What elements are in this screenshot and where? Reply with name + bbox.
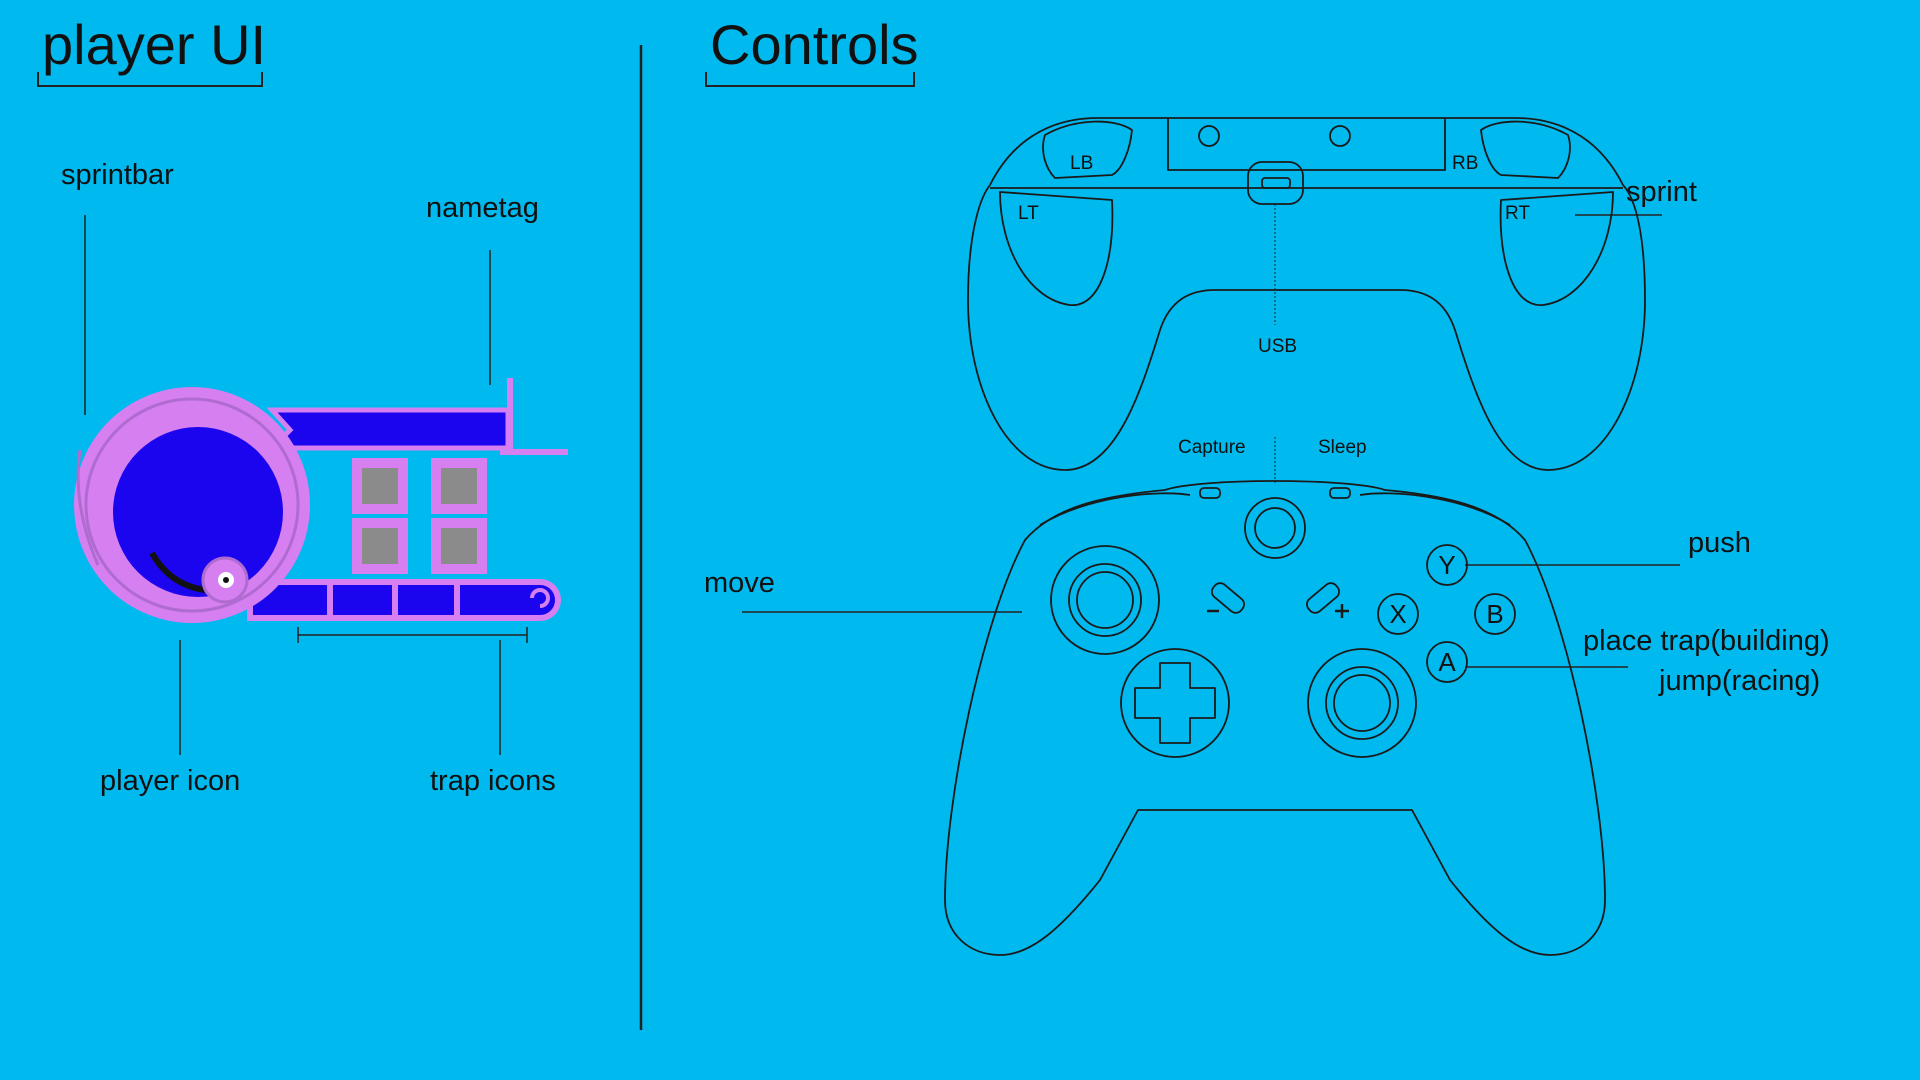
rb-bumper bbox=[1480, 120, 1571, 179]
a-marking: A bbox=[1438, 647, 1456, 677]
capture-marking: Capture bbox=[1178, 437, 1246, 458]
player-ui-title: player UI bbox=[42, 13, 266, 76]
controller-top-view: LB RB LT RT USB bbox=[967, 117, 1646, 471]
sleep-marking: Sleep bbox=[1318, 437, 1367, 458]
b-marking: B bbox=[1486, 599, 1503, 629]
player-ui-title-underline bbox=[37, 72, 263, 87]
controls-title: Controls bbox=[710, 13, 919, 76]
left-stick bbox=[1050, 545, 1160, 655]
trap-icons-bracket bbox=[297, 627, 528, 643]
player-portrait bbox=[113, 427, 283, 597]
sprint-label: sprint bbox=[1626, 176, 1697, 208]
push-label: push bbox=[1688, 527, 1751, 559]
usb-marking: USB bbox=[1258, 336, 1297, 357]
controller-front-body bbox=[944, 480, 1606, 956]
y-button bbox=[1426, 544, 1468, 586]
lt-marking: LT bbox=[1018, 203, 1039, 224]
controller-top-body bbox=[967, 117, 1646, 471]
a-button bbox=[1426, 641, 1468, 683]
player-beak-icon bbox=[149, 551, 206, 593]
move-label: move bbox=[704, 567, 775, 599]
player-ui-widget bbox=[74, 378, 568, 623]
b-button bbox=[1474, 593, 1516, 635]
y-marking: Y bbox=[1438, 550, 1455, 580]
controller-front-view: Capture Sleep Y X B A bbox=[944, 437, 1606, 956]
place-trap-label: place trap(building) bbox=[1583, 625, 1830, 657]
view-button bbox=[1211, 582, 1245, 614]
sprintbar-label: sprintbar bbox=[61, 159, 174, 191]
x-marking: X bbox=[1389, 599, 1406, 629]
x-button bbox=[1377, 593, 1419, 635]
usb-port bbox=[1247, 161, 1304, 205]
lb-marking: LB bbox=[1070, 153, 1093, 174]
lt-trigger bbox=[999, 191, 1114, 306]
dpad bbox=[1120, 648, 1230, 758]
guide-button bbox=[1244, 497, 1306, 559]
trap-icons-label: trap icons bbox=[430, 765, 556, 797]
rb-marking: RB bbox=[1452, 153, 1478, 174]
jump-label: jump(racing) bbox=[1658, 665, 1820, 697]
menu-button bbox=[1306, 582, 1340, 614]
trap-icons-grid bbox=[352, 458, 487, 574]
rt-trigger bbox=[1499, 191, 1614, 306]
nametag-bar bbox=[265, 407, 511, 451]
player-icon-label: player icon bbox=[100, 765, 240, 797]
lb-bumper bbox=[1042, 120, 1133, 179]
right-stick bbox=[1307, 648, 1417, 758]
controls-title-underline bbox=[705, 72, 915, 87]
nametag-label: nametag bbox=[426, 192, 539, 224]
sprint-bar bbox=[247, 579, 561, 621]
rt-marking: RT bbox=[1505, 203, 1530, 224]
